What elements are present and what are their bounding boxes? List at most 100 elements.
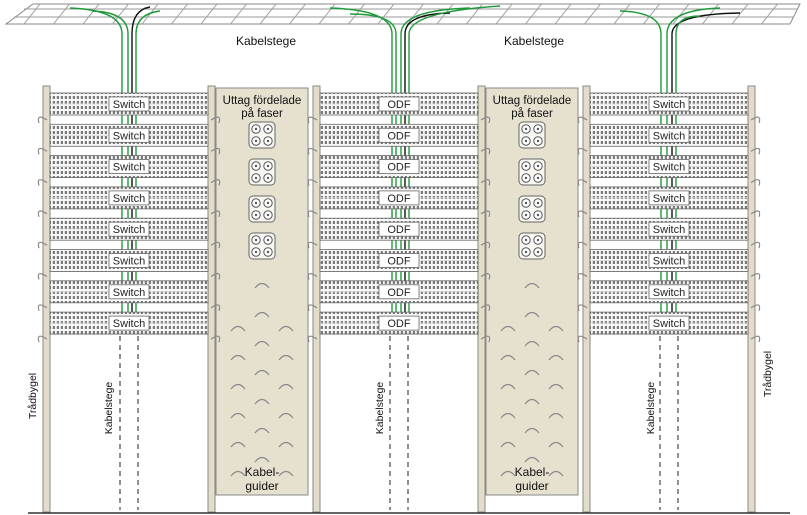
unit-label: Switch	[653, 318, 685, 330]
ladder-rung	[289, 3, 306, 25]
cable-loop	[577, 116, 588, 124]
unit-label: Switch	[653, 256, 685, 268]
ladder-rung	[407, 3, 424, 25]
cable-guide-hook	[230, 325, 246, 332]
cable-loop	[577, 210, 588, 218]
unit-label: ODF	[387, 99, 411, 111]
unit-label-box	[108, 221, 150, 237]
ladder-rung	[230, 3, 247, 25]
guides-label-left-line2: guider	[245, 479, 278, 493]
ladder-rung	[377, 3, 395, 25]
ladder-rung	[584, 3, 601, 25]
cable-guide-hook	[500, 470, 516, 477]
ladder-rung	[525, 3, 542, 25]
rack-unit: ODF	[307, 92, 491, 124]
unit-label-box	[108, 190, 150, 206]
ladder-rung	[731, 3, 749, 25]
guides-label-right-line2: guider	[515, 479, 548, 493]
cable-loop	[307, 304, 318, 311]
cable-guide-hook	[254, 311, 270, 318]
rack-unit: ODF	[307, 123, 491, 155]
outlets-label-right-line2: på faser	[511, 108, 553, 120]
cable-loop	[750, 116, 761, 124]
ladder-rung	[171, 3, 188, 25]
cable-loop	[210, 147, 221, 155]
cable-guide-hook	[548, 383, 564, 390]
unit-label-box	[648, 284, 690, 300]
unit-label-box	[108, 253, 150, 268]
cable-guide-hook	[278, 441, 294, 448]
cable-guide-hook	[524, 456, 540, 463]
rack-unit: Switch	[577, 123, 761, 155]
cable-bundle-right	[619, 7, 741, 330]
rack-unit: Switch	[577, 311, 761, 343]
rack-unit: Switch	[577, 92, 761, 124]
cable-guide-hook	[230, 383, 246, 390]
cable-loop	[480, 210, 491, 218]
cable-loop	[210, 304, 221, 311]
ladder-rung	[318, 3, 336, 25]
unit-label: ODF	[387, 256, 411, 268]
rack-unit: Switch	[37, 123, 221, 155]
cable-guide-hook	[524, 311, 540, 318]
cable-loop	[37, 210, 48, 218]
unit-label: ODF	[387, 224, 411, 236]
cable-loop	[37, 335, 48, 343]
cable-guide-hook	[254, 427, 270, 434]
ladder-rung	[554, 3, 572, 25]
unit-label-box	[648, 315, 690, 331]
cable-loop	[577, 273, 588, 280]
rack-unit: Switch	[37, 186, 221, 218]
cable-loop	[480, 147, 491, 155]
cable-loop	[37, 116, 48, 124]
unit-label: Switch	[653, 224, 685, 236]
cable-guide-hook	[278, 383, 294, 390]
cable-guide-hook	[230, 441, 246, 448]
rack-unit: Switch	[577, 280, 761, 311]
unit-label: Switch	[113, 130, 145, 142]
guides-label-right-line1: Kabel-	[515, 465, 550, 479]
ladder-rung	[761, 3, 778, 25]
ladder-rung	[82, 3, 100, 25]
unit-label-box	[378, 221, 420, 237]
cable-loop	[577, 147, 588, 155]
rack-unit: ODF	[307, 155, 491, 186]
unit-label-box	[378, 127, 420, 143]
rack-switch-right: SwitchSwitchSwitchSwitchSwitchSwitchSwit…	[577, 85, 761, 513]
unit-label-box	[108, 284, 150, 300]
ladder-rung	[53, 3, 70, 25]
unit-label: Switch	[113, 193, 145, 205]
cable-loop	[480, 304, 491, 311]
outlet-pole-right: Uttag fördelade på faser Kabel- guider	[485, 87, 579, 496]
ladder-rung	[259, 3, 277, 25]
power-outlet	[248, 232, 276, 260]
unit-label: ODF	[387, 318, 411, 330]
unit-label-box	[108, 127, 150, 143]
ladder-rung	[23, 3, 41, 25]
rack-cable-ladders	[119, 336, 679, 510]
cable-loop	[307, 335, 318, 343]
cable-guide-hook	[548, 325, 564, 332]
unit-label: Switch	[653, 193, 685, 205]
cable-guide-hook	[254, 340, 270, 347]
cable-guide-hook	[254, 282, 270, 289]
unit-label-box	[648, 159, 690, 175]
side-label-right: Trådbygel	[762, 351, 774, 397]
unit-label-box	[378, 253, 420, 268]
cable-loop	[210, 179, 221, 186]
cable-guide-hook	[524, 340, 540, 347]
cable-loop	[577, 304, 588, 311]
unit-label: ODF	[387, 130, 411, 142]
guides-label-left-line1: Kabel-	[245, 465, 280, 479]
cable-guide-hook	[500, 383, 516, 390]
cable-loop	[210, 116, 221, 124]
rack-unit: Switch	[577, 249, 761, 280]
ladder-rung	[436, 3, 454, 25]
rack-switch-left: SwitchSwitchSwitchSwitchSwitchSwitchSwit…	[37, 85, 221, 513]
ladder-rung	[613, 3, 631, 25]
rack-unit: Switch	[577, 186, 761, 218]
cable-loop	[210, 210, 221, 218]
rack-unit: Switch	[37, 92, 221, 124]
unit-label: ODF	[387, 193, 411, 205]
rack-ladder-label-left: Kabelstege	[103, 382, 115, 435]
